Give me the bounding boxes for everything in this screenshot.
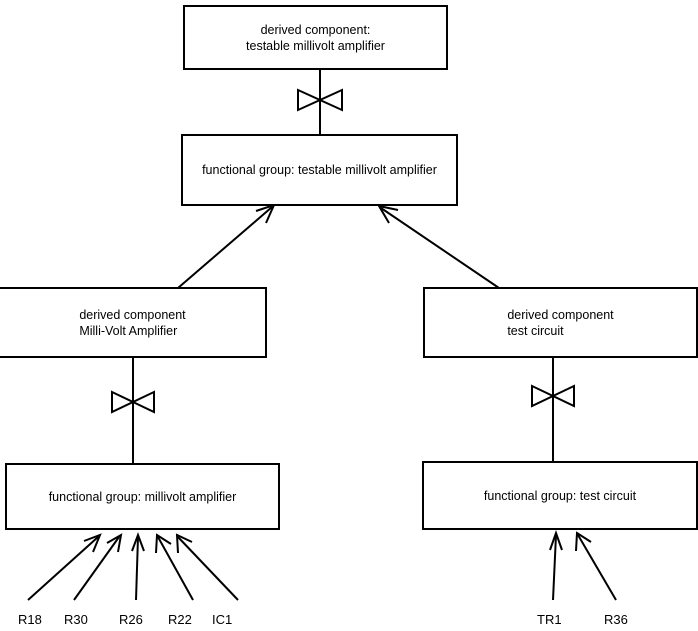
node-label: functional group: test circuit — [483, 488, 637, 503]
leaf-label-tr1[interactable]: TR1 — [537, 612, 562, 627]
node-label: derived component: testable millivolt am… — [246, 22, 385, 53]
open-arrow-head-r36 — [575, 531, 592, 552]
leaf-label-r18[interactable]: R18 — [18, 612, 42, 627]
node-label: derived component Milli-Volt Amplifier — [79, 307, 186, 338]
open-arrow-head-r18 — [83, 533, 102, 553]
leaf-arrow-line-r26 — [135, 536, 139, 601]
node-label: derived component test circuit — [507, 307, 614, 338]
bowtie-icon-right — [531, 384, 575, 408]
node-functional-group-testable-millivolt-amplifier[interactable]: functional group: testable millivolt amp… — [181, 134, 458, 206]
leaf-label-r36[interactable]: R36 — [604, 612, 628, 627]
bowtie-icon-left — [111, 390, 155, 414]
leaf-label-r30[interactable]: R30 — [64, 612, 88, 627]
open-arrow-head-tr1 — [549, 529, 563, 551]
node-derived-component-testable-millivolt-amplifier[interactable]: derived component: testable millivolt am… — [183, 5, 448, 70]
connector-line-right-realization — [380, 207, 500, 289]
leaf-label-r26[interactable]: R26 — [119, 612, 143, 627]
bowtie-icon-top — [297, 88, 343, 112]
leaf-arrow-line-r30 — [73, 536, 120, 601]
open-arrow-head-ic1 — [175, 533, 193, 554]
node-label: functional group: millivolt amplifier — [48, 489, 237, 504]
leaf-arrow-line-r36 — [577, 534, 617, 601]
open-arrow-head-r22 — [155, 533, 172, 554]
leaf-arrow-line-tr1 — [552, 534, 557, 601]
node-derived-component-milli-volt-amplifier[interactable]: derived component Milli-Volt Amplifier — [0, 287, 267, 358]
node-derived-component-test-circuit[interactable]: derived component test circuit — [423, 287, 698, 358]
open-arrow-head-right-realization — [376, 204, 399, 224]
leaf-label-r22[interactable]: R22 — [168, 612, 192, 627]
open-arrow-head-r30 — [106, 533, 123, 553]
connector-line-left-realization — [177, 206, 273, 289]
node-functional-group-test-circuit[interactable]: functional group: test circuit — [422, 461, 698, 530]
leaf-arrow-line-ic1 — [177, 536, 239, 601]
open-arrow-head-r26 — [131, 532, 145, 552]
node-label: functional group: testable millivolt amp… — [202, 163, 437, 177]
node-functional-group-millivolt-amplifier[interactable]: functional group: millivolt amplifier — [5, 463, 280, 530]
leaf-label-ic1[interactable]: IC1 — [212, 612, 233, 627]
leaf-arrow-line-r18 — [27, 536, 99, 601]
leaf-arrow-line-r22 — [157, 536, 194, 601]
